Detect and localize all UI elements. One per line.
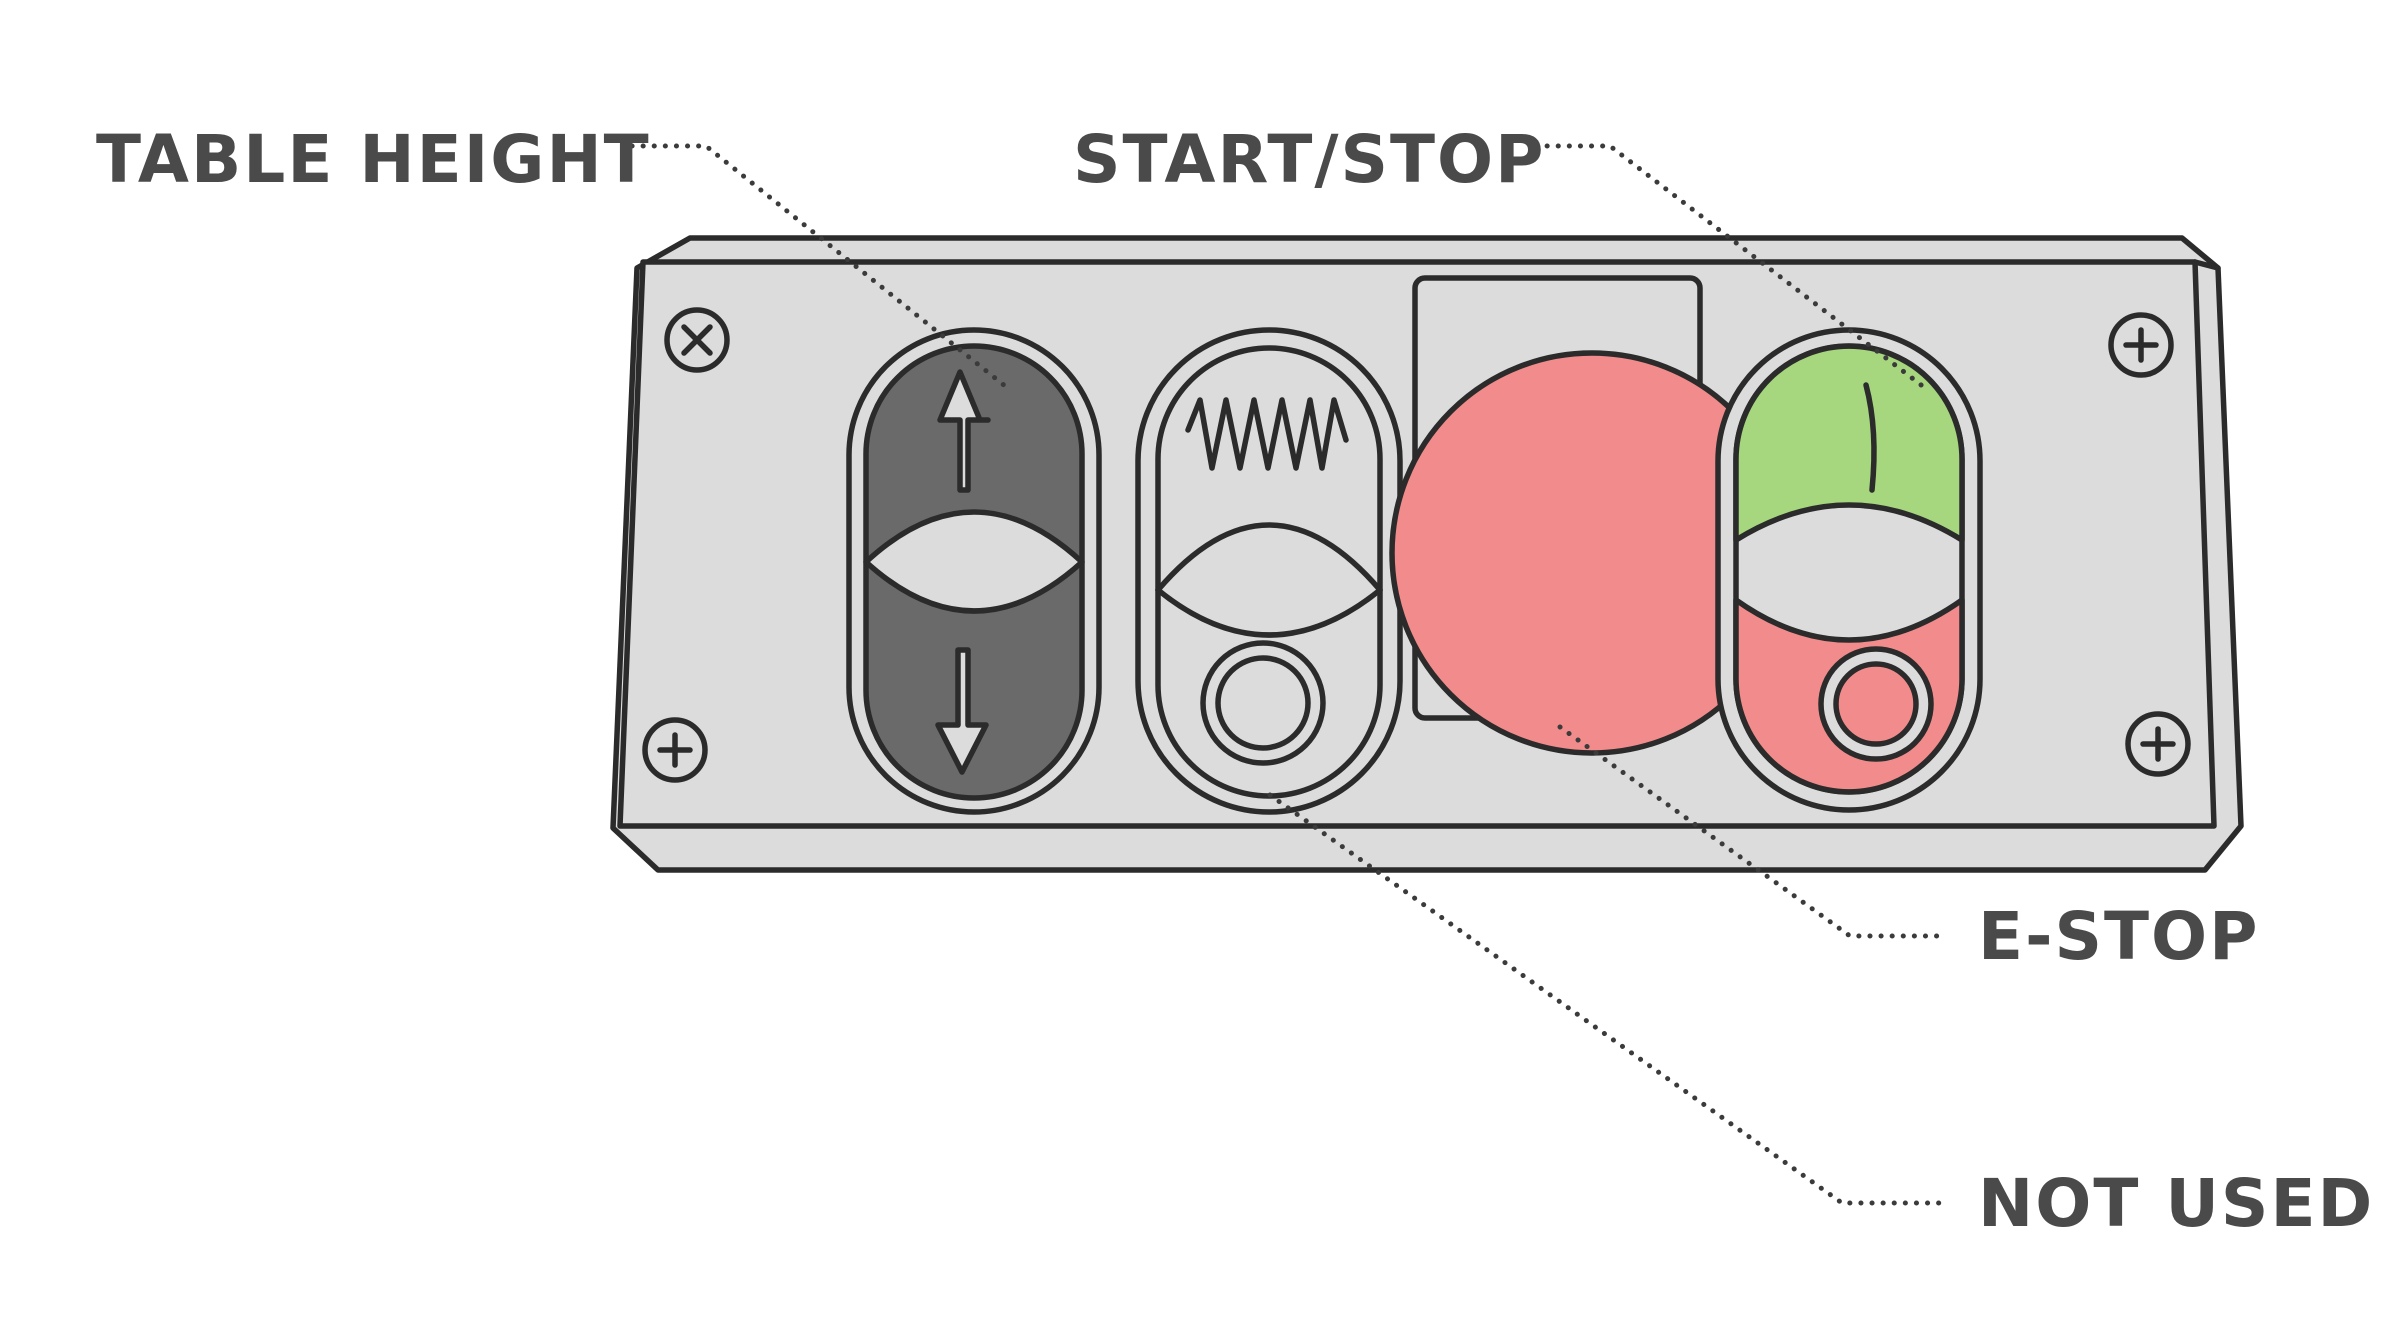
start-stop-leader (1533, 143, 1928, 391)
label-start-stop: START/STOP (1073, 121, 1546, 198)
screw-icon (664, 307, 730, 373)
screw-icon (2108, 312, 2174, 378)
arrow-down-icon (935, 647, 989, 775)
table-height-leader (629, 143, 1013, 393)
ring-icon (1200, 640, 1326, 766)
not-used-leader (1267, 792, 1943, 1206)
not-used-button[interactable] (1135, 327, 1403, 815)
stop-ring-icon (1818, 646, 1934, 762)
start-bar-icon (1863, 382, 1877, 493)
e-stop-button[interactable] (1389, 275, 1795, 756)
zigzag-icon (1185, 397, 1349, 471)
start-bar-icon-region (1733, 343, 1965, 543)
e-stop-leader (1557, 724, 1943, 939)
arrow-up-icon (937, 369, 991, 493)
start-stop-button[interactable] (1715, 327, 1983, 813)
screw-icon (642, 717, 708, 783)
label-table-height: TABLE HEIGHT (96, 121, 651, 198)
label-e-stop: E-STOP (1978, 898, 2260, 975)
label-not-used: NOT USED (1978, 1165, 2374, 1242)
screw-icon (2125, 711, 2191, 777)
table-height-button[interactable] (846, 327, 1102, 815)
